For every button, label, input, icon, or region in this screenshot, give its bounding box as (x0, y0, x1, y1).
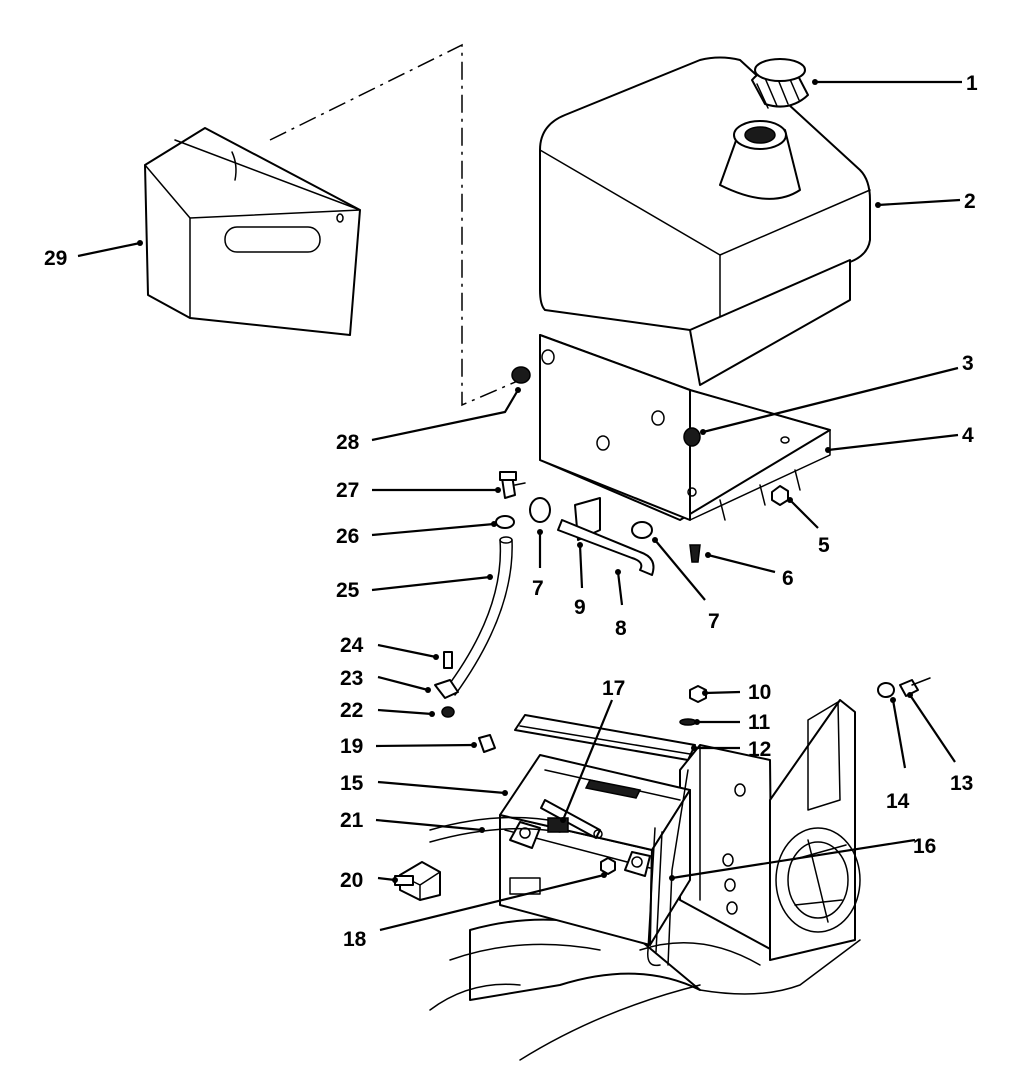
callout-2: 2 (964, 190, 976, 213)
callout-29: 29 (44, 247, 67, 270)
callout-8: 8 (615, 617, 627, 640)
callout-27: 27 (336, 479, 359, 502)
callout-28: 28 (336, 431, 360, 454)
callout-11: 11 (748, 711, 771, 734)
battery-cable (540, 799, 603, 839)
callout-15: 15 (340, 772, 364, 795)
callout-12: 12 (748, 738, 771, 761)
fuel-tank (539, 56, 871, 386)
callout-18: 18 (343, 928, 367, 951)
terminal-boot (394, 861, 441, 901)
callout-23: 23 (340, 667, 363, 690)
callout-7b: 7 (708, 610, 720, 633)
heat-shield (144, 127, 361, 336)
hardware (434, 366, 931, 875)
battery-hold-down-bar (514, 714, 696, 761)
leader-lines (77, 79, 962, 932)
callout-22: 22 (340, 699, 363, 722)
callout-19: 19 (340, 735, 363, 758)
callout-13: 13 (950, 772, 973, 795)
callout-10: 10 (748, 681, 771, 704)
callout-labels: 1 2 3 4 5 6 7 7 8 9 10 11 12 13 14 15 16… (44, 72, 978, 951)
tank-mount-plate (539, 334, 831, 541)
callout-1: 1 (966, 72, 978, 95)
callout-25: 25 (336, 579, 360, 602)
callout-3: 3 (962, 352, 974, 375)
callout-9: 9 (574, 596, 586, 619)
callout-4: 4 (962, 424, 974, 447)
callout-5: 5 (818, 534, 830, 557)
chassis-frame (429, 699, 861, 1061)
callout-6: 6 (782, 567, 794, 590)
battery-j-bolts (647, 769, 689, 967)
fuel-cap (751, 58, 809, 109)
callout-16: 16 (913, 835, 936, 858)
callout-14: 14 (886, 790, 910, 813)
callout-24: 24 (340, 634, 364, 657)
callout-20: 20 (340, 869, 363, 892)
assembly-line (269, 43, 521, 407)
callout-26: 26 (336, 525, 359, 548)
callout-17: 17 (602, 677, 625, 700)
callout-21: 21 (340, 809, 364, 832)
callout-7a: 7 (532, 577, 544, 600)
